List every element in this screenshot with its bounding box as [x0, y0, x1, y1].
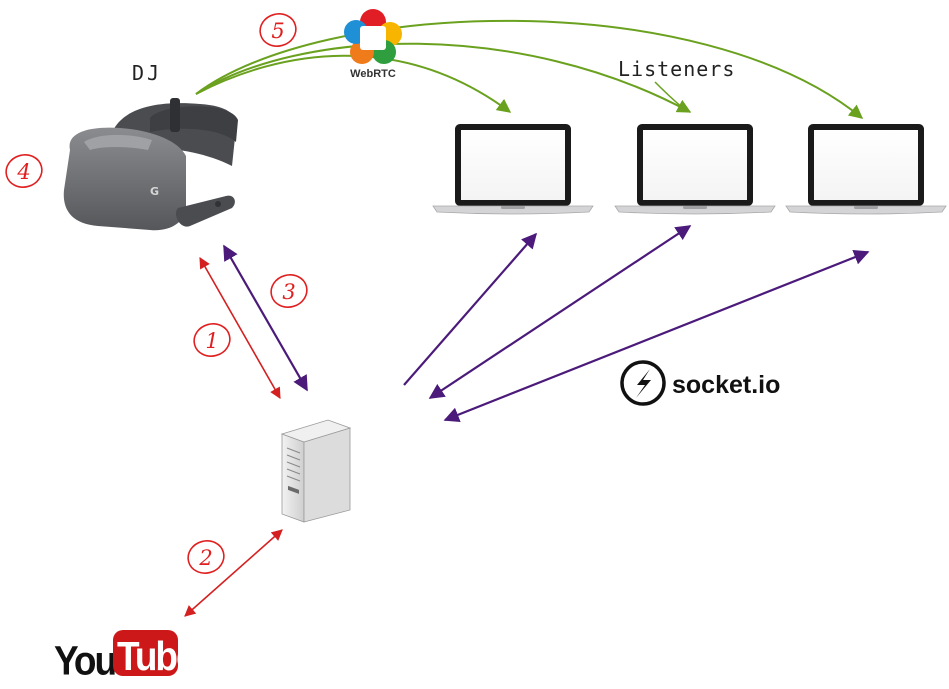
socketio-logo: socket.io	[620, 360, 780, 406]
lightning-bolt-icon	[636, 369, 651, 398]
vr-controller-icon	[175, 195, 235, 227]
dj-label: DJ	[132, 61, 162, 85]
webrtc-streams	[195, 19, 864, 119]
headset-brand-letter: G	[150, 185, 159, 198]
listeners-label-pointer	[654, 81, 689, 113]
webrtc-label: WebRTC	[350, 68, 396, 80]
socketio-label: socket.io	[672, 371, 780, 399]
laptop-icon	[785, 123, 947, 215]
youtube-logo-you: You	[54, 639, 115, 684]
laptop-icon	[432, 123, 594, 215]
listeners-label: Listeners	[618, 57, 735, 81]
arrow-server-laptop-1	[403, 232, 538, 386]
laptop-icon	[614, 123, 776, 215]
step-number: 5	[271, 19, 284, 43]
step-number: 3	[282, 280, 295, 304]
step-number: 1	[205, 329, 218, 353]
youtube-logo: You Tube	[54, 630, 198, 684]
arrow-headset-server-purple	[223, 244, 308, 392]
youtube-logo-tube: Tube	[117, 634, 196, 679]
step-marker-4: 4	[5, 154, 43, 188]
webrtc-stream-to-laptop-1	[195, 54, 512, 113]
step-marker-5: 5	[259, 13, 297, 47]
server-tower-icon	[280, 419, 352, 523]
step-number: 4	[16, 160, 30, 184]
step-marker-2: 2	[187, 540, 225, 574]
webrtc-logo: WebRTC	[344, 9, 402, 80]
step-marker-1: 1	[193, 323, 231, 357]
step-marker-3: 3	[270, 274, 308, 308]
step-number: 2	[198, 546, 212, 570]
arrow-headset-server-red	[199, 257, 281, 399]
arrow-server-youtube-red	[184, 529, 283, 617]
socketio-arrows	[223, 225, 870, 423]
webrtc-stream-to-laptop-2	[195, 42, 692, 113]
vr-headset-icon: G	[63, 98, 238, 231]
webrtc-stream-to-laptop-3	[195, 19, 864, 119]
arrow-server-laptop-3	[443, 249, 870, 423]
